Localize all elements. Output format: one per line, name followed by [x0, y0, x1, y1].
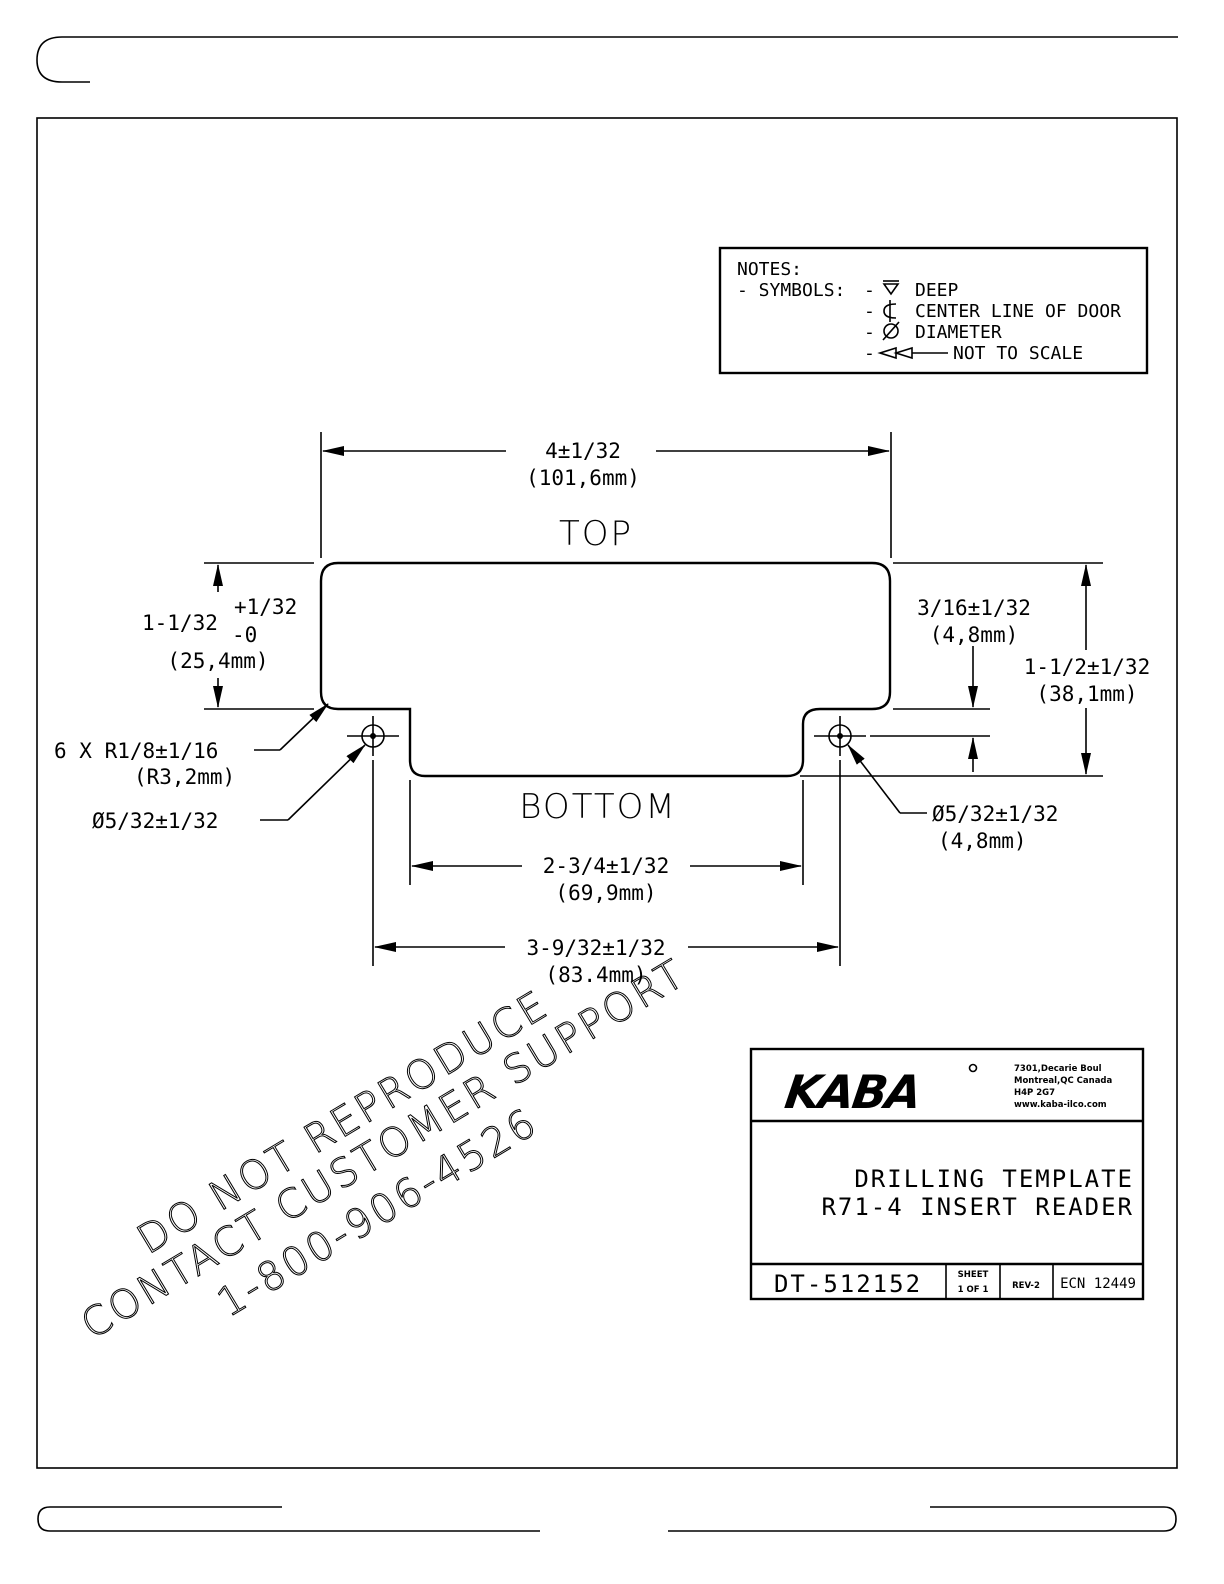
centerline-symbol-icon — [883, 300, 897, 322]
notes-item-deep: DEEP — [915, 280, 959, 301]
dim-width-bottom-text: 2-3/4±1/32 — [543, 854, 669, 878]
top-label: TOP — [559, 514, 633, 554]
notes-box: NOTES: - SYMBOLS: - - - - DEEP CENTER LI… — [718, 246, 1149, 375]
dim-hole-right-text: Ø5/32±1/32 — [932, 802, 1058, 826]
dimension-hole-left: Ø5/32±1/32 — [92, 744, 366, 833]
address-line: 7301,Decarie Boul — [1014, 1064, 1102, 1074]
dim-hole-spacing-mm: (83.4mm) — [545, 963, 646, 987]
drawing-border — [36, 117, 1178, 1469]
dim-upper-height-text: 1-1/32 — [142, 611, 218, 635]
title-line-1: DRILLING TEMPLATE — [854, 1165, 1134, 1193]
notes-heading: NOTES: — [737, 259, 802, 280]
dim-upper-height-mm: (25,4mm) — [167, 649, 268, 673]
mounting-hole-right — [814, 716, 866, 756]
dim-width-top-text: 4±1/32 — [545, 439, 621, 463]
sheet-label: SHEET — [958, 1270, 989, 1280]
not-to-scale-arrow-icon — [877, 346, 948, 360]
watermark: DO NOT REPRODUCE CONTACT CUSTOMER SUPPOR… — [73, 950, 695, 1349]
kaba-logo: KABA — [782, 1063, 978, 1119]
drawing-number: DT-512152 — [774, 1270, 922, 1298]
dim-hole-left-text: Ø5/32±1/32 — [92, 809, 218, 833]
revision: REV-2 — [1012, 1281, 1040, 1291]
cutout-outline — [319, 561, 892, 778]
dimension-hole-offset: 3/16±1/32 (4,8mm) — [870, 596, 1031, 772]
dim-hole-offset-mm: (4,8mm) — [930, 623, 1019, 647]
sheet-value: 1 OF 1 — [958, 1285, 989, 1295]
diameter-symbol-icon — [882, 321, 900, 341]
dimension-width-top: 4±1/32 (101,6mm) — [320, 432, 892, 558]
notes-dash: - — [864, 343, 875, 364]
notes-item-not-to-scale: NOT TO SCALE — [953, 343, 1083, 364]
dimension-width-bottom: 2-3/4±1/32 (69,9mm) — [409, 780, 804, 905]
title-line-2: R71-4 INSERT READER — [821, 1193, 1134, 1221]
dimension-hole-spacing: 3-9/32±1/32 (83.4mm) — [372, 760, 841, 987]
notes-dash: - — [864, 322, 875, 343]
ecn-number: ECN 12449 — [1060, 1276, 1136, 1292]
notes-dash: - — [864, 280, 875, 301]
dim-upper-height-tol-plus: +1/32 — [234, 595, 297, 619]
footer-bar-decoration-right — [668, 1506, 1177, 1532]
notes-symbols-label: - SYMBOLS: — [737, 280, 845, 301]
mounting-hole-left — [347, 716, 399, 756]
address-line: www.kaba-ilco.com — [1014, 1100, 1107, 1110]
notes-item-center-line: CENTER LINE OF DOOR — [915, 301, 1121, 322]
dim-total-height-mm: (38,1mm) — [1036, 682, 1137, 706]
title-block: KABA 7301,Decarie Boul Montreal,QC Canad… — [749, 1047, 1145, 1301]
dimension-radius: 6 X R1/8±1/16 (R3,2mm) — [54, 703, 329, 789]
address-line: Montreal,QC Canada — [1014, 1076, 1113, 1086]
notes-dash: - — [864, 301, 875, 322]
dim-radius-mm: (R3,2mm) — [134, 765, 235, 789]
dim-hole-right-mm: (4,8mm) — [938, 829, 1027, 853]
dim-total-height-text: 1-1/2±1/32 — [1024, 655, 1150, 679]
bottom-label: BOTTOM — [519, 787, 676, 827]
deep-symbol-icon — [882, 280, 900, 296]
dim-hole-offset-text: 3/16±1/32 — [917, 596, 1031, 620]
dim-width-bottom-mm: (69,9mm) — [555, 881, 656, 905]
footer-bar-decoration — [37, 1506, 540, 1532]
dimension-total-height: 1-1/2±1/32 (38,1mm) — [800, 562, 1150, 777]
dim-width-top-mm: (101,6mm) — [526, 466, 640, 490]
dim-radius-text: 6 X R1/8±1/16 — [54, 739, 218, 763]
watermark-line-2: CONTACT CUSTOMER SUPPORT — [73, 950, 694, 1348]
dim-hole-spacing-text: 3-9/32±1/32 — [526, 936, 665, 960]
notes-item-diameter: DIAMETER — [915, 322, 1002, 343]
registered-mark-icon — [968, 1063, 978, 1073]
dim-upper-height-tol-minus: -0 — [232, 623, 257, 647]
address-line: H4P 2G7 — [1014, 1088, 1055, 1098]
header-tab-decoration — [36, 36, 1178, 83]
dimension-hole-right: Ø5/32±1/32 (4,8mm) — [847, 744, 1058, 853]
kaba-logo-text: KABA — [782, 1065, 923, 1119]
dimension-upper-height: 1-1/32 +1/32 -0 (25,4mm) — [142, 562, 314, 710]
